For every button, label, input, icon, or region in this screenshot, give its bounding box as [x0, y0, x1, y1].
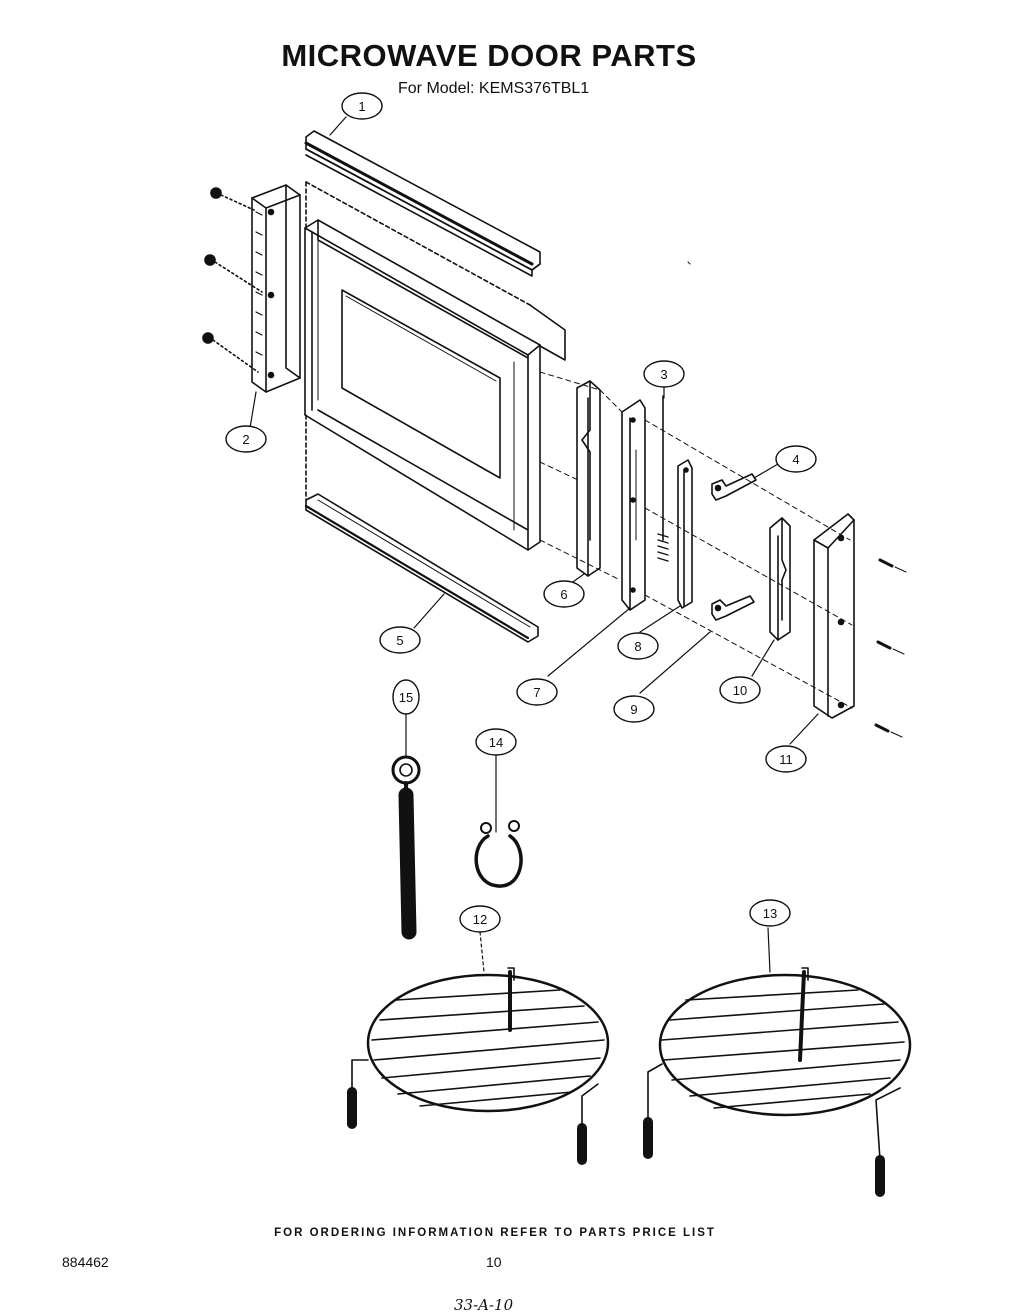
choke-panel: [305, 181, 566, 501]
callout-10: 10: [733, 683, 747, 698]
part-3-spring: [657, 395, 669, 562]
callout-labels: 1 2 3 4 5 6 7 8 9 10 11 12 13 14 15: [242, 99, 799, 927]
callout-9: 9: [630, 702, 637, 717]
callout-14: 14: [489, 735, 503, 750]
callout-12: 12: [473, 912, 487, 927]
callout-5: 5: [396, 633, 403, 648]
assembly-lines: [539, 261, 853, 709]
page-number: 10: [486, 1254, 502, 1270]
callout-leaders: [249, 116, 819, 973]
part-12-rack: [347, 967, 610, 1165]
callout-2: 2: [242, 432, 249, 447]
part-2-hinge-strip: [251, 184, 301, 393]
callout-13: 13: [763, 906, 777, 921]
part-9-latch-hook: [711, 595, 755, 621]
callout-15: 15: [399, 690, 413, 705]
callout-8: 8: [634, 639, 641, 654]
page-title: MICROWAVE DOOR PARTS: [281, 38, 697, 73]
callout-1: 1: [358, 99, 365, 114]
part-11-side-trim: [813, 513, 855, 719]
model-subtitle: For Model: KEMS376TBL1: [398, 80, 590, 97]
part-6-latch-bracket: [576, 380, 601, 577]
part-5-bottom-trim: [304, 493, 539, 643]
callout-6: 6: [560, 587, 567, 602]
side-trim-screws: [874, 558, 907, 738]
callout-7: 7: [533, 685, 540, 700]
document-number: 884462: [62, 1254, 109, 1270]
hinge-screws: [202, 187, 263, 373]
part-1-top-trim: [304, 130, 541, 277]
callout-4: 4: [792, 452, 799, 467]
callout-3: 3: [660, 367, 667, 382]
ordering-info-footer: FOR ORDERING INFORMATION REFER TO PARTS …: [274, 1227, 716, 1239]
part-13-rack: [643, 967, 912, 1197]
handwritten-note: 33-A-10: [454, 1296, 514, 1314]
part-15-power-cord: [391, 755, 421, 940]
part-7-latch-plate: [621, 399, 646, 611]
part-4-latch-hook: [711, 473, 757, 501]
callout-circles: [225, 92, 817, 933]
part-14-clip: [474, 820, 523, 888]
part-10-bracket: [769, 517, 791, 641]
door-frame: [304, 219, 541, 551]
callout-11: 11: [779, 752, 793, 767]
part-8-latch-arm: [677, 459, 693, 609]
